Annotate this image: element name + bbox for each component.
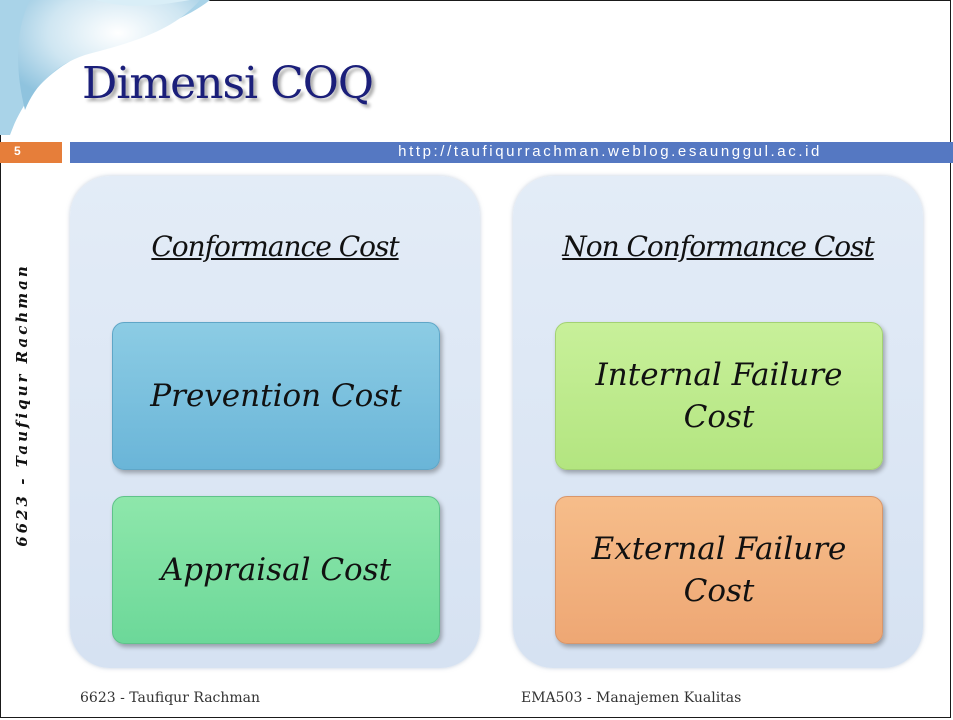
vertical-author-text: 6623 - Taufiqur Rachman [13,263,31,547]
slide-title: Dimensi COQ [82,58,374,109]
url-bar: http://taufiqurrachman.weblog.esaunggul.… [70,142,953,163]
slide-number: 5 [14,144,21,158]
slide-number-box: 5 [0,142,62,163]
url-text: http://taufiqurrachman.weblog.esaunggul.… [398,143,822,160]
appraisal-cost-box: Appraisal Cost [112,496,440,644]
conformance-cost-heading: Conformance Cost [151,230,399,263]
external-failure-cost-box: External Failure Cost [555,496,883,644]
footer-author: 6623 - Taufiqur Rachman [80,690,261,706]
conformance-cost-panel: Conformance Cost Prevention Cost Apprais… [70,176,480,668]
prevention-cost-box: Prevention Cost [112,322,440,470]
footer-course: EMA503 - Manajemen Kualitas [521,690,742,706]
non-conformance-cost-panel: Non Conformance Cost Internal Failure Co… [513,176,923,668]
decorative-swoosh-graphic [0,0,210,135]
internal-failure-cost-box: Internal Failure Cost [555,322,883,470]
non-conformance-cost-heading: Non Conformance Cost [562,230,875,263]
